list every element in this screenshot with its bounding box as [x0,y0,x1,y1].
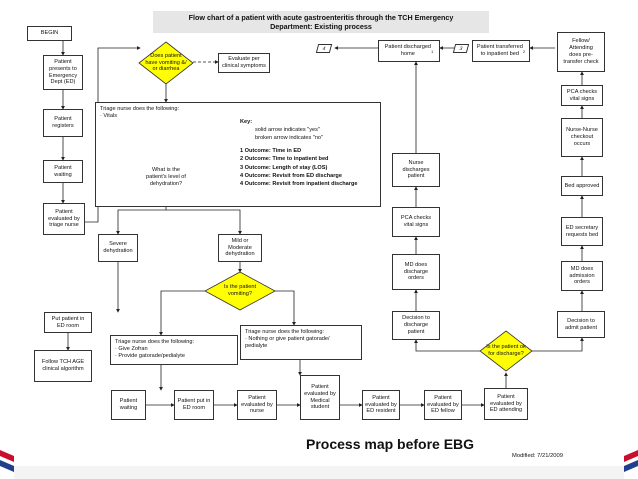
step-waiting: Patient waiting [43,160,83,183]
md-admission-orders-box: MD does admission orders [561,261,603,291]
vomiting-decision-diamond [138,41,194,85]
triage-zofran-box: Triage nurse does the following: · Give … [110,335,238,365]
vomiting-decision-text: Does patient have vomiting &/ or diarrhe… [145,52,187,73]
left-flag-icon [0,448,14,479]
mild-dehydration-box: Mild or Moderate dehydration [218,234,262,262]
bottom-step-fellow: Patient evaluated by ED fellow [424,390,462,420]
key-solid: solid arrow indicates "yes" [255,127,320,134]
key-outcome-4: 4 Outcome: Revisit from ED discharge [240,172,342,179]
nurse-checkout-box: Nurse-Nurse checkout occurs [561,118,603,157]
pca-vitals-admit-box: PCA checks vital signs [561,85,603,106]
triage-vitals-box: Triage nurse does the following: · Vital… [95,102,381,207]
dehydration-decision-text: What is the patient's level of dehydrati… [146,167,186,187]
chart-title: Flow chart of a patient with acute gastr… [153,11,489,33]
triage-gatorade-box: Triage nurse does the following: · Nothi… [240,325,362,360]
discharged-home-sup: 1 [431,48,434,54]
severe-dehydration-box: Severe dehydration [98,234,138,262]
modified-date: Modified: 7/21/2009 [512,453,563,459]
evaluate-clinical-box: Evaluate per clinical symptoms [218,53,270,73]
bed-approved-box: Bed approved [561,176,603,196]
footer-title: Process map before EBG [306,436,475,452]
secretary-requests-bed-box: ED secretary requests bed [561,217,603,246]
discharge-decision-diamond [479,330,533,372]
step-presents-ed: Patient presents to Emergency Dept (ED) [43,55,83,90]
vomiting-check-text: Is the patient vomiting? [223,284,257,297]
pre-transfer-check-box: Fellow/ Attending does pre- transfer che… [557,32,605,72]
follow-algorithm-box: Follow TCH AGE clinical algorithm [34,350,92,382]
pca-vitals-discharge-box: PCA checks vital signs [392,207,440,237]
vomiting-check-decision-diamond [204,271,276,311]
decision-admit-box: Decision to admit patient [557,311,605,338]
transferred-sup: 2 [522,48,526,54]
key-outcome-3: 3 Outcome: Length of stay (LOS) [240,164,328,171]
put-in-room-box: Put patient in ED room [44,312,92,333]
key-broken: broken arrow indicates "no" [255,135,324,142]
discharge-decision-text: Is the patient ok for discharge? [486,344,526,357]
step-registers: Patient registers [43,109,83,137]
md-discharge-orders-box: MD does discharge orders [392,254,440,290]
step-triage-evaluation: Patient evaluated by triage nurse [43,203,85,235]
bottom-step-student: Patient evaluated by Medical student [300,375,340,420]
bottom-step-resident: Patient evaluated by ED resident [362,390,400,420]
key-outcome-5: 4 Outcome: Revisit from inpatient discha… [240,180,358,187]
nurse-discharges-box: Nurse discharges patient [392,153,440,187]
begin-box: BEGIN [27,26,72,41]
discharged-home-text: Patient discharged home [384,44,432,57]
transferred-text: Patient transferred to inpatient bed [476,44,523,57]
key-heading: Key: [240,119,253,125]
bottom-step-waiting: Patient waiting [111,390,146,420]
right-flag-icon [624,448,638,479]
bottom-step-attending: Patient evaluated by ED attending [484,388,528,420]
key-outcome-2: 2 Outcome: Time to inpatient bed [240,156,329,163]
outcome-tag-3: 3 [452,44,470,53]
bottom-step-room: Patient put in ED room [174,390,214,420]
bottom-band [0,466,638,479]
decision-discharge-box: Decision to discharge patient [392,311,440,340]
key-outcome-1: 1 Outcome: Time in ED [240,148,302,155]
bottom-step-nurse: Patient evaluated by nurse [237,390,277,420]
outcome-tag-4: 4 [315,44,333,53]
legend-key: Key: solid arrow indicates "yes" broken … [240,118,358,188]
